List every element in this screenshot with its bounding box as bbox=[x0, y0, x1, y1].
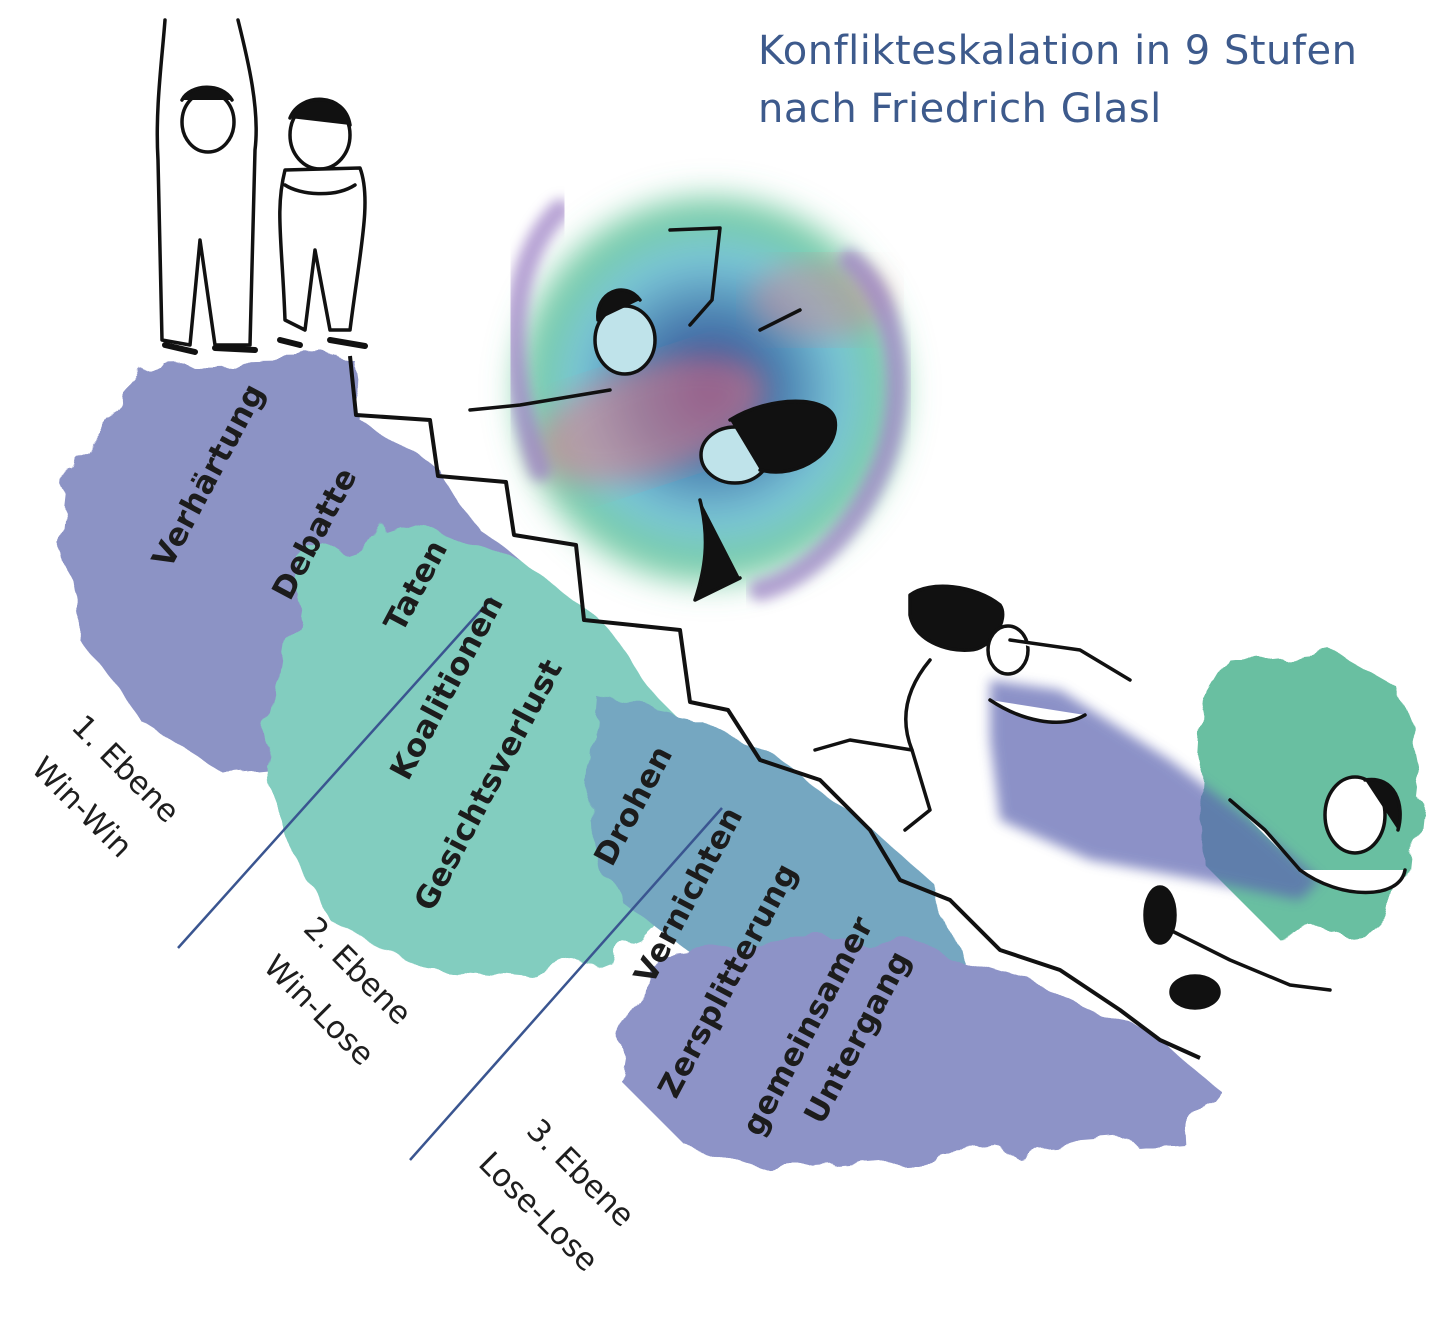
divider-line-level-1-2 bbox=[177, 597, 493, 949]
title-line-1: Konflikteskalation in 9 Stufen bbox=[758, 28, 1358, 74]
divider-line-level-2-3 bbox=[409, 807, 723, 1161]
wash-blue-bottom bbox=[620, 940, 1220, 1170]
figure-fallen-person bbox=[1143, 775, 1407, 1010]
level-3-label: 3. Ebene Lose-Lose bbox=[471, 1112, 641, 1279]
figure-falling-person bbox=[813, 584, 1132, 832]
figure-stretching-person bbox=[155, 18, 258, 355]
figure-arms-crossed-person bbox=[277, 97, 368, 349]
staircase-outline bbox=[348, 355, 1201, 1060]
wash-blue-teal bbox=[590, 700, 960, 1000]
fight-cloud bbox=[504, 185, 915, 601]
figure-tumbling-person-2 bbox=[693, 399, 838, 602]
wash-blue-streak bbox=[990, 680, 1320, 900]
figure-tumbling-person-1 bbox=[468, 226, 802, 412]
diagram-title: Konflikteskalation in 9 Stufen nach Frie… bbox=[758, 22, 1418, 138]
title-line-2: nach Friedrich Glasl bbox=[758, 86, 1162, 132]
wash-teal-mid bbox=[260, 520, 720, 980]
